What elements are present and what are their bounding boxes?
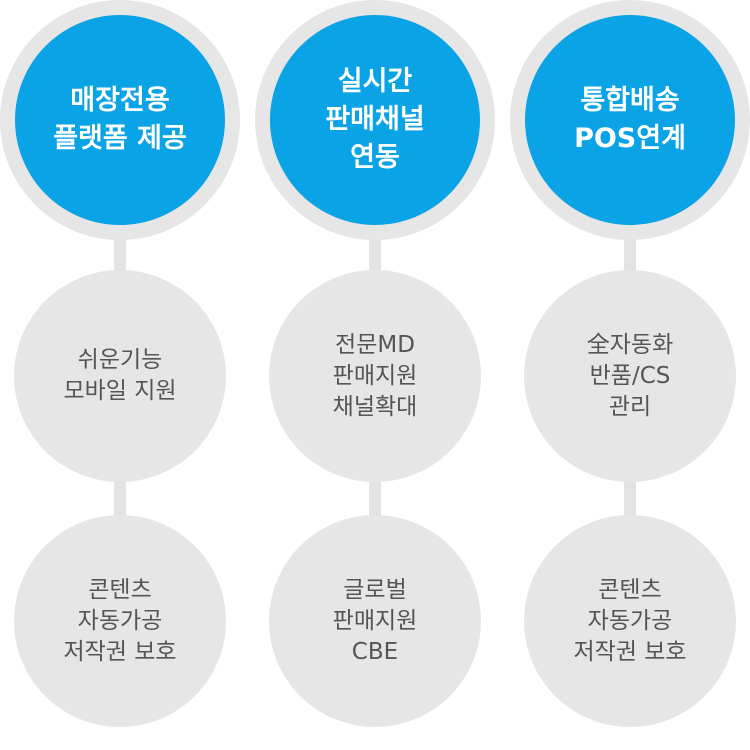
column-integrated-shipping: 통합배송 POS연계 全자동화 반품/CS 관리 콘텐츠 자동가공 저작권 보호 [510, 0, 750, 750]
header-circle: 통합배송 POS연계 [525, 15, 735, 225]
feature-label: 전문MD 판매지원 채널확대 [332, 331, 418, 420]
feature-label: 쉬운기능 모바일 지원 [63, 347, 177, 404]
feature-circle-2: 콘텐츠 자동가공 저작권 보호 [14, 515, 226, 727]
header-label: 매장전용 플랫폼 제공 [53, 85, 187, 154]
feature-label: 콘텐츠 자동가공 저작권 보호 [573, 576, 687, 665]
feature-circle-1: 쉬운기능 모바일 지원 [14, 270, 226, 482]
feature-circle-1: 全자동화 반품/CS 관리 [524, 270, 736, 482]
feature-circle-1: 전문MD 판매지원 채널확대 [269, 270, 481, 482]
feature-circle-2: 글로벌 판매지원 CBE [269, 515, 481, 727]
column-store-platform: 매장전용 플랫폼 제공 쉬운기능 모바일 지원 콘텐츠 자동가공 저작권 보호 [0, 0, 240, 750]
header-label: 실시간 판매채널 연동 [325, 66, 425, 173]
feature-label: 콘텐츠 자동가공 저작권 보호 [63, 576, 177, 665]
column-realtime-channel: 실시간 판매채널 연동 전문MD 판매지원 채널확대 글로벌 판매지원 CBE [255, 0, 495, 750]
feature-circle-2: 콘텐츠 자동가공 저작권 보호 [524, 515, 736, 727]
feature-label: 글로벌 판매지원 CBE [332, 576, 418, 665]
header-label: 통합배송 POS연계 [574, 85, 686, 154]
header-circle: 매장전용 플랫폼 제공 [15, 15, 225, 225]
header-circle: 실시간 판매채널 연동 [270, 15, 480, 225]
feature-label: 全자동화 반품/CS 관리 [586, 331, 674, 420]
